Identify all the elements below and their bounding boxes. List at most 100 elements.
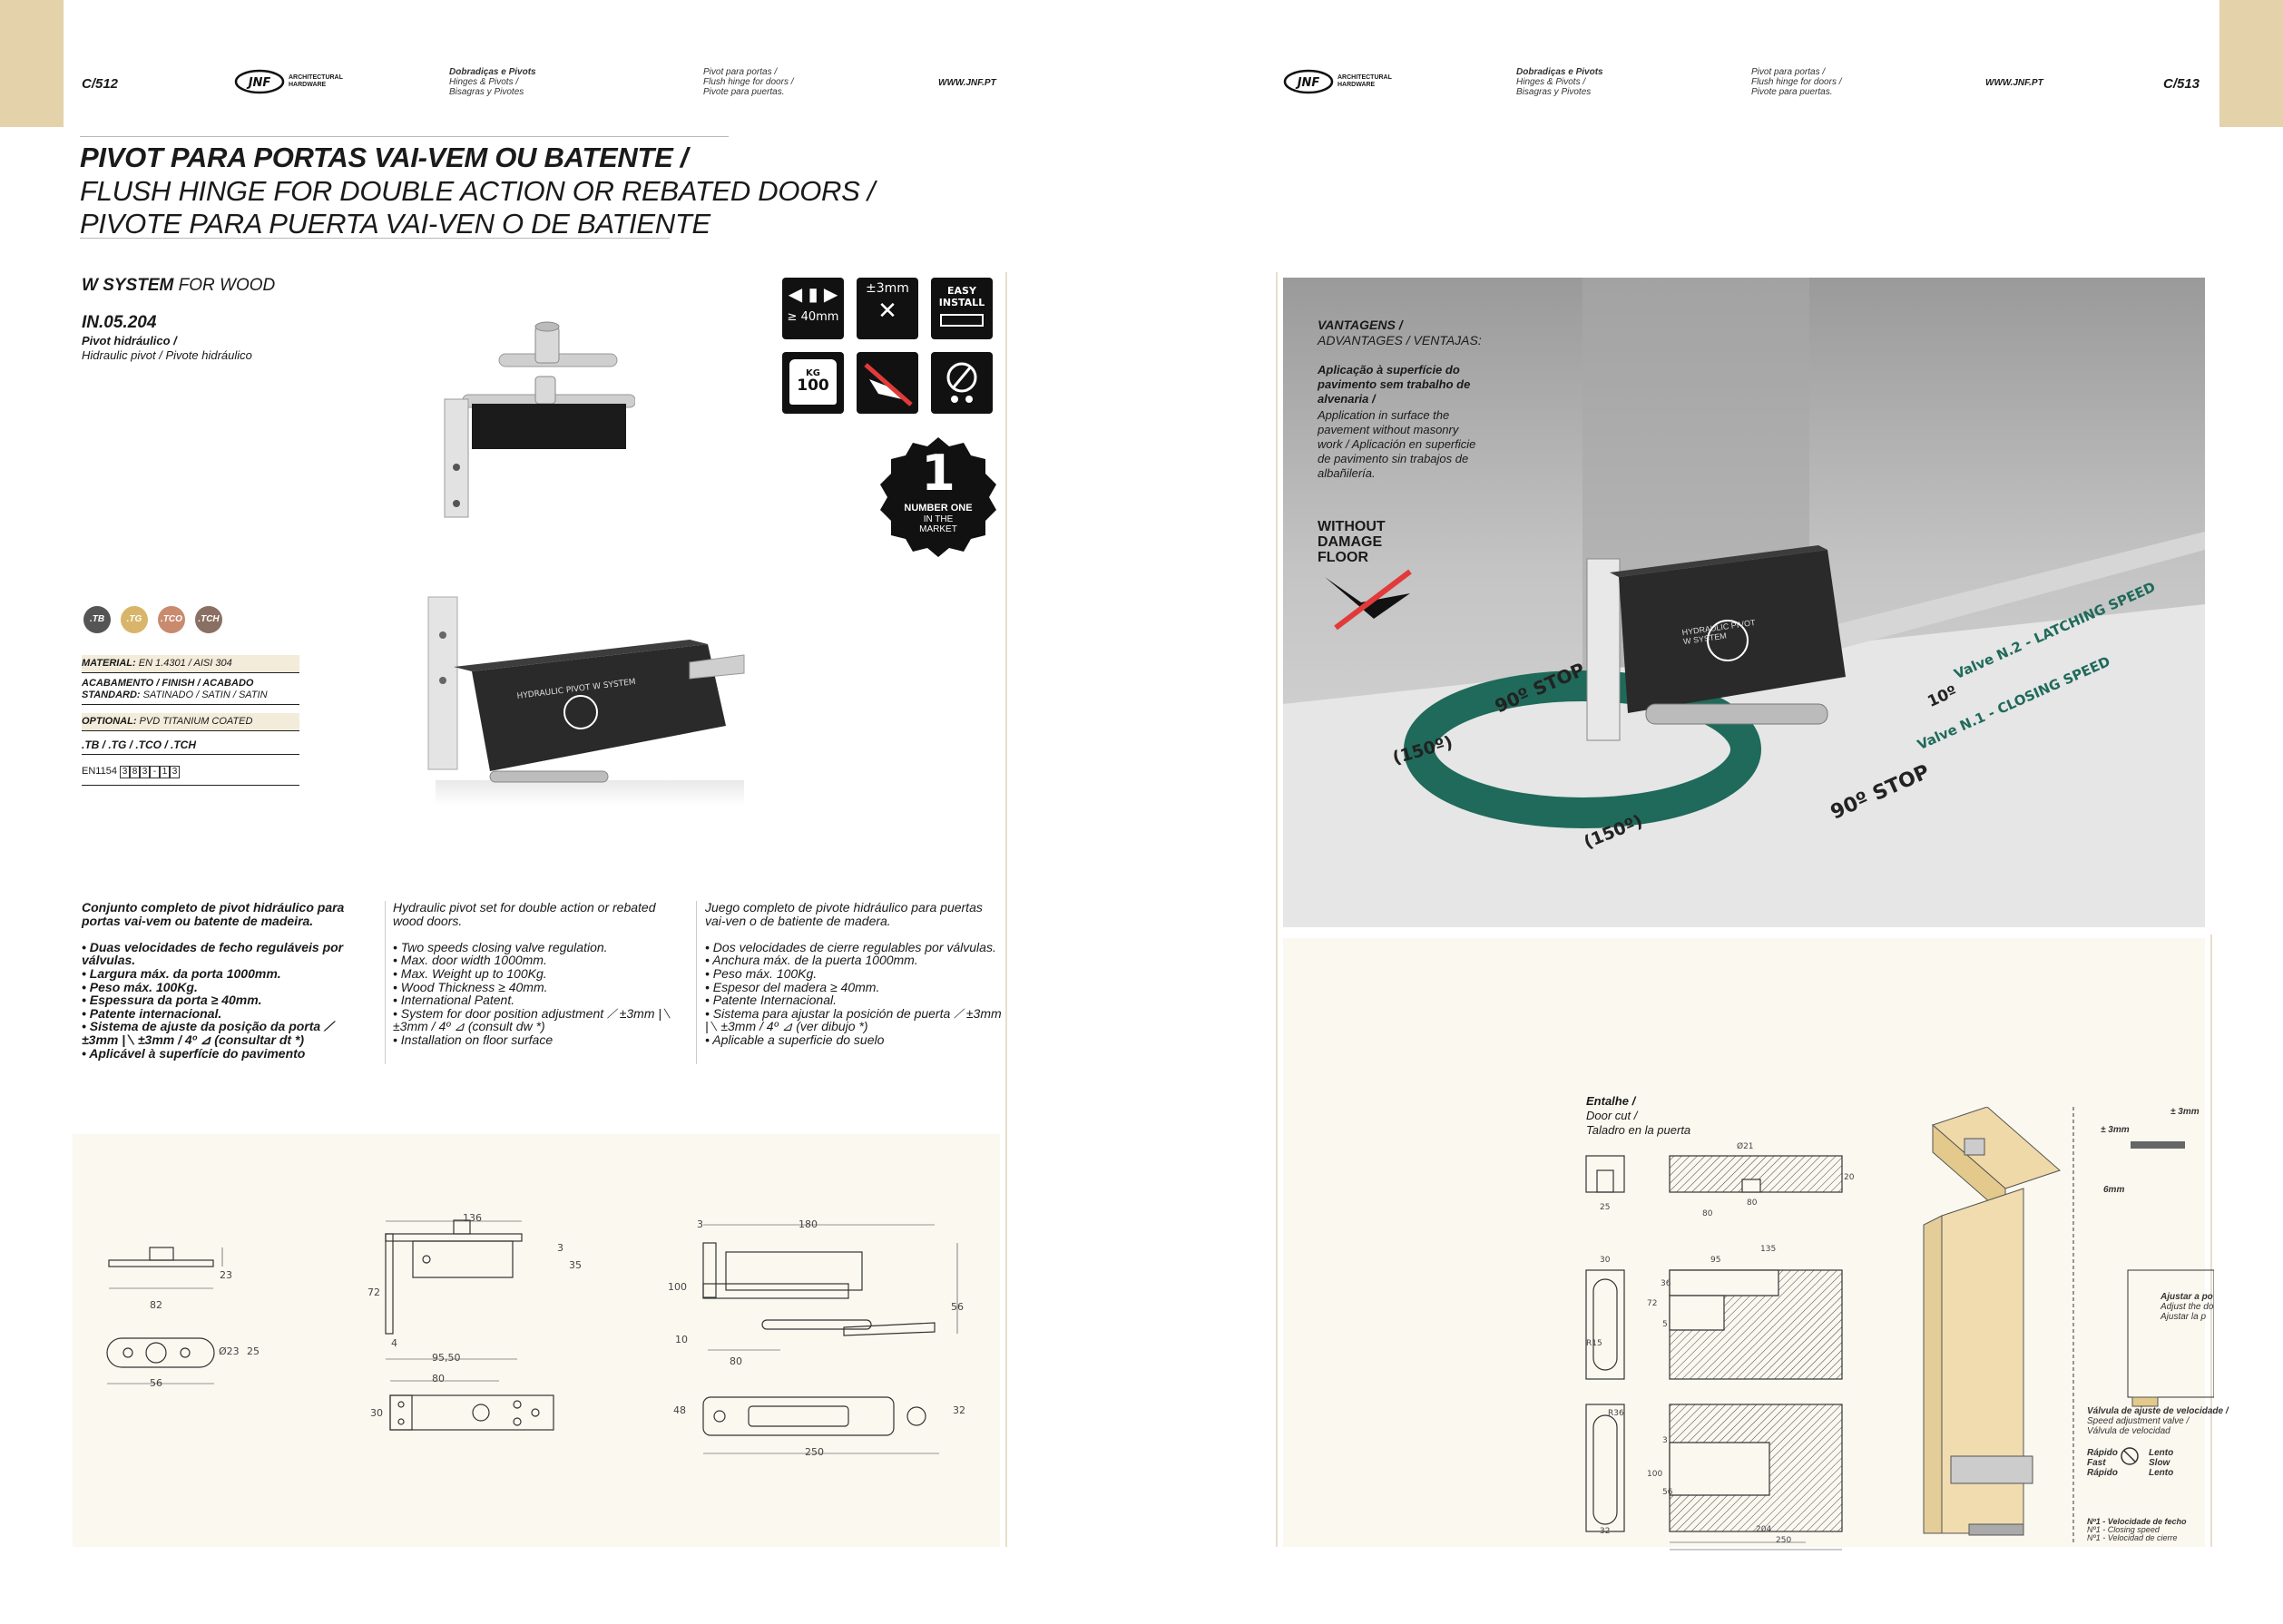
cut-dim-80b: 80: [1747, 1198, 1758, 1208]
product-name-pt: Pivot hidráulico /: [82, 334, 177, 347]
badge-starburst-icon: [880, 437, 996, 557]
advantages-title: VANTAGENS /: [1318, 318, 1403, 332]
dim-56: 56: [150, 1377, 162, 1389]
logo-subtitle: ARCHITECTURAL HARDWARE: [289, 74, 343, 88]
jnf-logo-icon-right: JNF: [1283, 69, 1334, 94]
dim-250: 250: [805, 1446, 824, 1458]
badge-line-3: MARKET: [919, 524, 957, 534]
dim-82: 82: [150, 1299, 162, 1311]
note-adjust-en: Adjust the do: [2161, 1302, 2214, 1312]
jnf-logo-icon: JNF: [234, 69, 285, 94]
dim-136: 136: [463, 1212, 482, 1224]
left-technical-drawings: [106, 1219, 958, 1454]
svg-text:JNF: JNF: [1295, 76, 1320, 90]
note-n1-es: Nº1 - Velocidad de cierre: [2087, 1533, 2178, 1542]
finish-swatch-tco[interactable]: .TCO: [158, 606, 185, 633]
advantage-en-es: Application in surface the pavement with…: [1318, 408, 1476, 480]
desc-divider-1: [385, 901, 386, 1064]
advantage-pt: Aplicação à superfície do pavimento sem …: [1318, 363, 1471, 406]
right-header-col1: Dobradiças e Pivots Hinges & Pivots / Bi…: [1516, 67, 1603, 97]
title-rule-1: [80, 136, 729, 137]
dim-48: 48: [673, 1404, 686, 1416]
finish-swatch-tch[interactable]: .TCH: [195, 606, 222, 633]
door-isometric-drawing: [1923, 1107, 2214, 1542]
product-code: IN.05.204: [82, 313, 157, 332]
right-logo: JNF ARCHITECTURAL HARDWARE: [1283, 69, 1401, 96]
title-line-2: FLUSH HINGE FOR DOUBLE ACTION OR REBATED…: [80, 175, 876, 207]
cut-dim-204: 204: [1756, 1525, 1772, 1534]
spec-material: MATERIAL: EN 1.4301 / AISI 304: [82, 655, 299, 673]
weight-icon: KG 100: [782, 352, 844, 414]
door-cut-sub2: Taladro en la puerta: [1586, 1123, 1691, 1137]
left-drawing-panel: [73, 1134, 1000, 1547]
cut-dim-250: 250: [1776, 1536, 1792, 1545]
finish-swatch-tg[interactable]: .TG: [121, 606, 148, 633]
cut-dim-5: 5: [1662, 1320, 1668, 1329]
note-adjust-pt: Ajustar a po: [2161, 1292, 2213, 1302]
no-trowel-icon: [1325, 569, 1412, 631]
right-website-link[interactable]: WWW.JNF.PT: [1985, 78, 2043, 88]
dim-3b: 3: [697, 1218, 703, 1230]
right-column-rule: [1276, 272, 1278, 1547]
cut-dim-21: Ø21: [1737, 1142, 1754, 1151]
dim-25: 25: [247, 1345, 260, 1357]
cut-dim-56: 56: [1662, 1488, 1673, 1497]
cut-dim-80: 80: [1702, 1209, 1713, 1218]
note-n1-pt: Nº1 - Velocidade de fecho: [2087, 1517, 2187, 1526]
dim-dia23: Ø23: [219, 1345, 240, 1357]
dim-32: 32: [953, 1404, 965, 1416]
logo-subtitle-right: ARCHITECTURAL HARDWARE: [1337, 74, 1392, 88]
product-name-en-es: Hidraulic pivot / Pivote hidráulico: [82, 348, 252, 362]
note-n1-en: Nº1 - Closing speed: [2087, 1525, 2160, 1534]
system-heading: W SYSTEM FOR WOOD: [82, 276, 276, 295]
dim-10: 10: [675, 1334, 688, 1345]
badge-line-1: NUMBER ONE: [904, 503, 973, 514]
note-fast: Rápido Fast Rápido: [2087, 1448, 2118, 1478]
right-gold-tab: [2219, 0, 2283, 127]
pivot-top-image: [444, 321, 635, 518]
number-one-badge: 1 NUMBER ONE IN THE MARKET: [877, 435, 1000, 559]
installation-photo: 90º STOP (150º) (150º) 90º STOP 10º Valv…: [1283, 278, 2205, 927]
note-adjust-es: Ajustar la p: [2161, 1312, 2207, 1322]
right-edge-rule: [2210, 934, 2212, 1547]
left-logo: JNF ARCHITECTURAL HARDWARE: [234, 69, 352, 96]
adjustment-icon: ±3mm ✕: [857, 278, 918, 339]
door-cut-title: Entalhe /: [1586, 1094, 1636, 1108]
pivot-main-image: HYDRAULIC PIVOT W SYSTEM: [427, 596, 745, 806]
left-header-col2: Pivot para portas / Flush hinge for door…: [703, 67, 794, 97]
finish-swatch-tb[interactable]: .TB: [83, 606, 111, 633]
door-cut-sub1: Door cut /: [1586, 1109, 1638, 1122]
note-pm3-top: ± 3mm: [2170, 1107, 2200, 1117]
cut-dim-36: 36: [1661, 1279, 1671, 1288]
note-slow: Lento Slow Lento: [2149, 1448, 2174, 1478]
left-page-number: C/512: [82, 76, 119, 92]
note-valve-en: Speed adjustment valve /: [2087, 1416, 2190, 1426]
dim-30: 30: [370, 1407, 383, 1419]
cut-dim-25: 25: [1600, 1203, 1611, 1212]
title-line-1: PIVOT PARA PORTAS VAI-VEM OU BATENTE /: [80, 142, 689, 173]
cut-dim-30: 30: [1600, 1256, 1611, 1265]
cut-dim-20: 20: [1844, 1173, 1855, 1182]
dim-80: 80: [432, 1373, 445, 1384]
spec-finish: ACABAMENTO / FINISH / ACABADO STANDARD: …: [82, 675, 299, 705]
dim-56b: 56: [951, 1301, 964, 1313]
left-website-link[interactable]: WWW.JNF.PT: [938, 78, 996, 88]
dim-80b: 80: [730, 1355, 742, 1367]
stainless-icon: [931, 352, 993, 414]
note-valve-title: Válvula de ajuste de velocidade /: [2087, 1406, 2229, 1416]
dim-23: 23: [220, 1269, 232, 1281]
cut-dim-135: 135: [1760, 1245, 1777, 1254]
note-pm3-side: ± 3mm: [2101, 1125, 2130, 1135]
cut-dim-r15: R15: [1586, 1339, 1602, 1348]
description-en: Hydraulic pivot set for double action or…: [393, 900, 671, 1047]
description-pt: Conjunto completo de pivot hidráulico pa…: [82, 900, 345, 1061]
dim-180: 180: [799, 1218, 818, 1230]
dim-72: 72: [367, 1286, 380, 1298]
badge-number: 1: [921, 445, 955, 502]
right-header-col2: Pivot para portas / Flush hinge for door…: [1751, 67, 1842, 97]
dim-35: 35: [569, 1259, 582, 1271]
dim-100: 100: [668, 1281, 687, 1293]
description-es: Juego completo de pivote hidráulico para…: [705, 900, 1002, 1047]
speed-valve-icon: [2121, 1447, 2139, 1465]
